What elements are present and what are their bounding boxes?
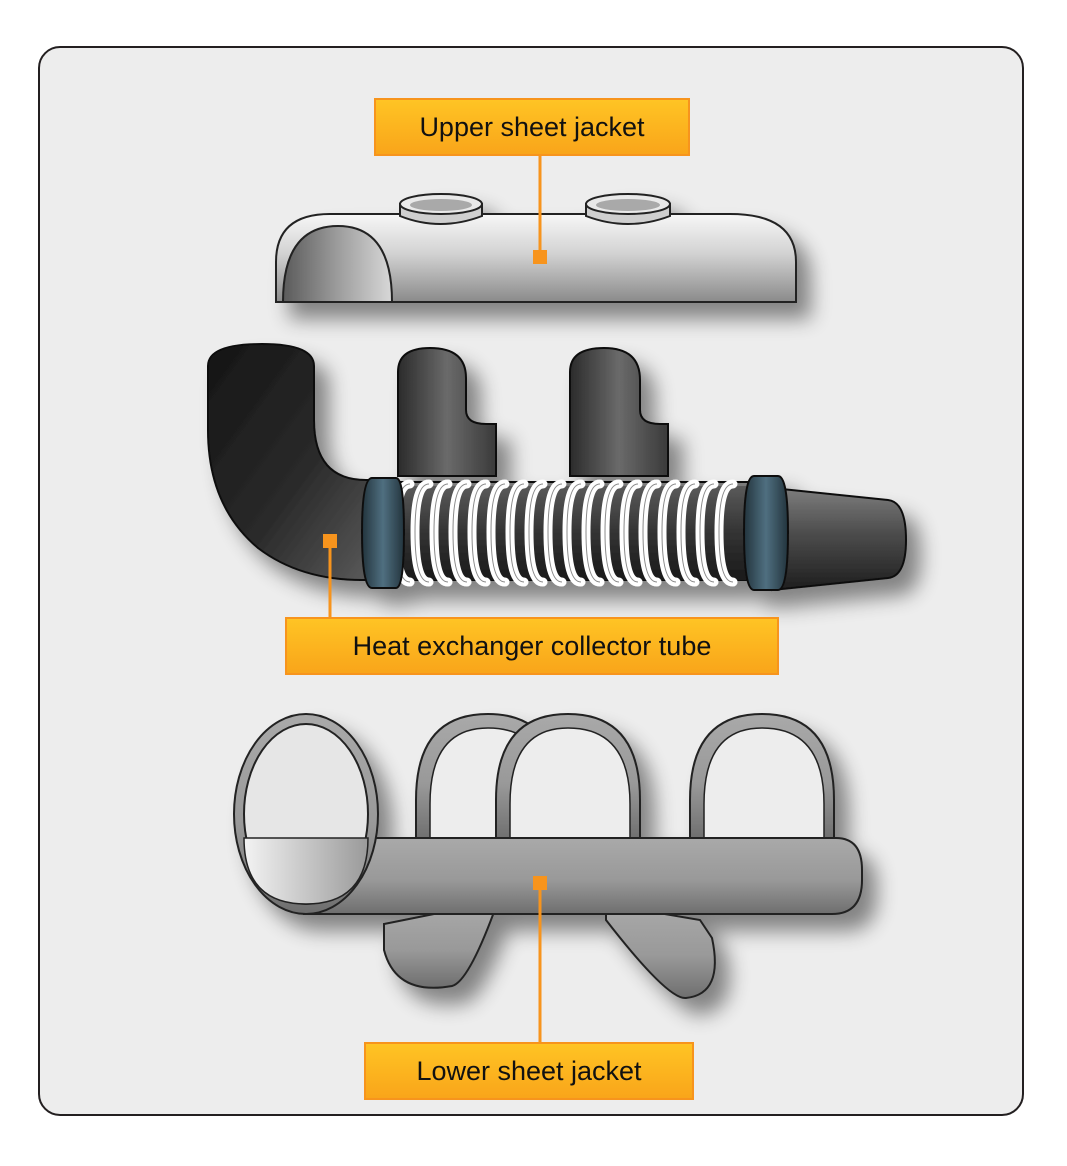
clamp-ring-right [742,475,790,591]
upper-sheet-jacket-label: Upper sheet jacket [374,98,690,156]
leader-dot [533,250,547,264]
lower-jacket-outlet [383,902,496,989]
bellows [391,479,746,587]
leader-lower [533,876,547,1044]
lower-jacket-outlet [605,902,716,1000]
clamp-ring-left [360,477,406,589]
collector-tube-label: Heat exchanger collector tube [285,617,779,675]
leader-dot [533,876,547,890]
collector-outlet [771,486,908,592]
collector-riser [569,346,669,477]
upper-jacket-port [399,193,483,225]
lower-sheet-jacket [233,712,863,1000]
collector-elbow [207,342,381,581]
lower-sheet-jacket-label: Lower sheet jacket [364,1042,694,1100]
leader-collector [323,534,337,619]
collector-tube [207,342,908,592]
lower-jacket-rings [415,712,835,841]
leader-dot [323,534,337,548]
upper-jacket-port [585,193,671,225]
upper-sheet-jacket [275,193,797,303]
collector-riser [397,346,497,477]
leader-upper [533,154,547,264]
